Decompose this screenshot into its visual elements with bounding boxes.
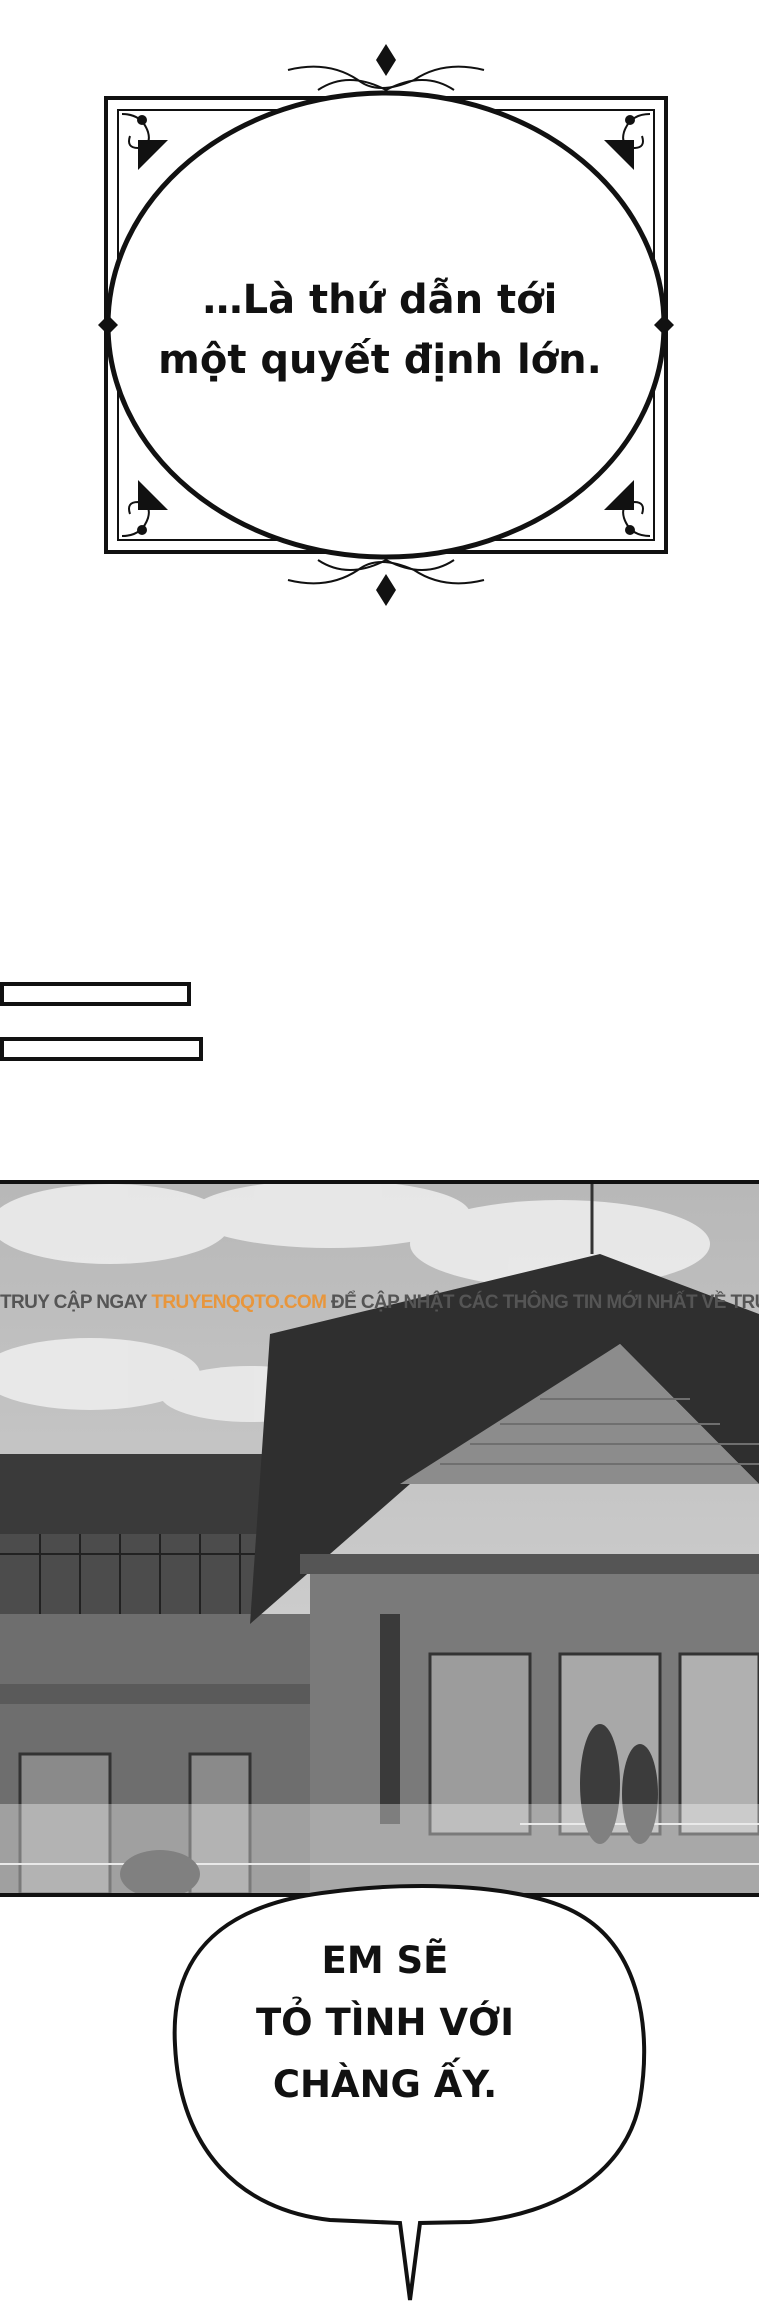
house-illustration-panel: TRUY CẬP NGAY TRUYENQQTO.COM ĐỂ CẬP NHẬT… xyxy=(0,1180,759,1897)
speech-line-1: EM SẼ xyxy=(321,1939,449,1982)
narration-line-1: …Là thứ dẫn tới xyxy=(202,277,558,323)
narration-line-2: một quyết định lớn. xyxy=(158,337,602,383)
narration-box xyxy=(98,40,674,610)
house-scene-illustration xyxy=(0,1184,759,1893)
speech-bubble-shape xyxy=(172,1883,647,2301)
watermark-prefix: TRUY CẬP NGAY xyxy=(0,1292,152,1313)
watermark-site-link[interactable]: TRUYENQQTO.COM xyxy=(151,1292,327,1313)
watermark-suffix: ĐỂ CẬP NHẬT CÁC THÔNG TIN MỚI NHẤT VỀ TR… xyxy=(326,1292,759,1313)
speech-line-2: TỎ TÌNH VỚI xyxy=(255,2001,515,2044)
narration-text: …Là thứ dẫn tới một quyết định lớn. xyxy=(130,270,630,390)
ornate-frame-decoration xyxy=(98,44,674,606)
watermark-banner: TRUY CẬP NGAY TRUYENQQTO.COM ĐỂ CẬP NHẬT… xyxy=(0,1292,759,1314)
speech-bubble: EM SẼ TỎ TÌNH VỚI CHÀNG ẤY. xyxy=(0,1830,759,2311)
speech-text: EM SẼ TỎ TÌNH VỚI CHÀNG ẤY. xyxy=(230,1930,540,2116)
panel-bar-bottom xyxy=(0,1037,203,1061)
panel-bar-top xyxy=(0,982,191,1006)
speech-line-3: CHÀNG ẤY. xyxy=(272,2063,498,2106)
